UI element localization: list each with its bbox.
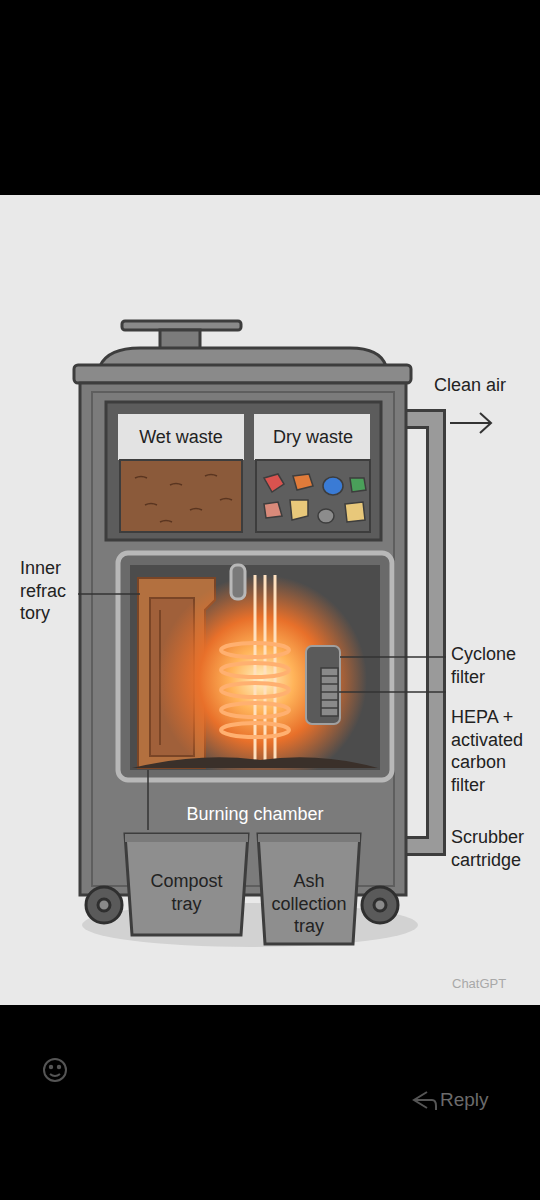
chamber-notch [231,565,245,599]
reply-bar-icons [44,1059,436,1110]
waste-compartment: Wet waste [120,414,242,532]
node-text: Ash collection tray [263,870,355,938]
part-label: Scrubber cartridge [451,826,537,871]
compost-tray: Compost tray [123,832,250,937]
watermark: ChatGPT [452,976,536,992]
waste-bin-panel [106,402,381,540]
lid [74,321,411,383]
tray-shape [125,834,248,935]
housing [80,383,406,895]
ash-tray: Ash collection tray [256,832,362,946]
waste-compartment: Dry waste [256,414,370,532]
flow-label: Clean air [434,374,536,397]
tray-shape [258,834,360,944]
clean-air-arrow [450,413,491,433]
node-text: Dry waste [273,426,353,449]
filter-unit [306,646,340,724]
reply-button-label: Reply [440,1088,510,1112]
node-text: Burning chamber [186,803,323,826]
heating-coil [221,575,289,760]
ash-bed [132,757,378,768]
dry-waste-pieces [264,474,366,523]
leader-lines [78,594,446,830]
part-label: Inner refrac tory [20,557,78,625]
node-text: Compost tray [141,870,233,915]
part-label: Cyclone filter [451,643,537,688]
tray-rim [125,834,248,842]
tray-rim [258,834,360,842]
fire-glow [157,575,367,770]
node-text: Wet waste [139,426,223,449]
burning-chamber: Burning chamber [118,553,392,833]
part-label: HEPA + activated carbon filter [451,706,537,796]
